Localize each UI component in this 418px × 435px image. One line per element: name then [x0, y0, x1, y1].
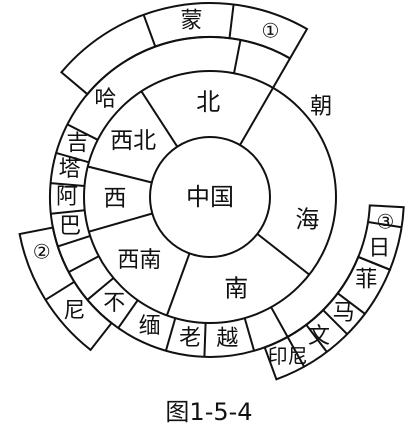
neighbor-divider	[86, 277, 115, 301]
neighbor-marker-2: ②	[33, 240, 51, 264]
outer-divider	[228, 4, 235, 39]
neighbor-divider	[50, 209, 85, 215]
southwest-outer-band	[18, 226, 113, 352]
region-south: 南	[224, 274, 248, 302]
neighbor-bhutan: 不	[103, 291, 125, 316]
neighbor-laos: 老	[179, 326, 201, 351]
region-divider-s	[165, 253, 191, 316]
neighbor-afghanistan: 阿	[56, 185, 78, 210]
neighbor-divider	[203, 322, 207, 357]
region-southwest: 西南	[117, 248, 161, 273]
region-north: 北	[196, 88, 220, 116]
neighbor-philippines: 菲	[355, 268, 377, 293]
region-divider-nw	[140, 90, 179, 148]
neighbor-tajikistan: 塔	[59, 157, 81, 182]
center-label-china: 中国	[186, 183, 234, 211]
outer-divider	[367, 221, 402, 229]
neighbor-divider	[117, 299, 139, 329]
outer-divider	[322, 309, 348, 335]
region-west: 西	[104, 186, 127, 212]
neighbor-divider	[50, 182, 85, 187]
region-ring-boundary	[83, 70, 337, 324]
neighbor-mongolia: 蒙	[180, 9, 202, 34]
neighbor-myanmar: 缅	[139, 314, 161, 339]
neighbor-indonesia: 印尼	[268, 344, 308, 368]
region-divider-sw	[88, 212, 153, 233]
neighbor-divider	[164, 317, 177, 352]
neighbor-marker-3: ③	[376, 210, 394, 234]
neighbor-divider	[66, 123, 99, 141]
outer-divider	[305, 324, 328, 353]
neighbor-brunei: 文	[308, 324, 330, 349]
center-circle	[149, 136, 271, 258]
neighbor-japan: 日	[368, 236, 390, 261]
neighbor-divider	[55, 151, 90, 164]
neighbor-divider	[272, 57, 291, 89]
region-divider-north	[239, 87, 274, 146]
outer-divider	[142, 14, 157, 47]
outer-divider	[44, 280, 75, 301]
neighbor-marker-1: ①	[262, 19, 280, 43]
neighbor-divider	[68, 255, 100, 273]
neighbor-nepal: 尼	[63, 298, 85, 323]
figure-caption: 图1-5-4	[165, 398, 253, 426]
neighbor-korea: 朝	[310, 95, 332, 120]
north-outer-band	[59, 2, 309, 96]
region-divider-w	[87, 165, 153, 184]
outer-divider	[286, 336, 305, 368]
neighbor-kazakhstan: 哈	[94, 87, 116, 112]
sea-outer-band-bottom	[263, 255, 392, 381]
neighbor-divider	[233, 39, 242, 74]
neighbor-pakistan: 巴	[59, 214, 81, 239]
region-divider-sea	[256, 233, 310, 276]
region-sea: 海	[295, 206, 319, 234]
neighbor-divider	[243, 317, 256, 352]
neighbor-kyrgyzstan: 吉	[66, 131, 88, 156]
neighbor-divider	[57, 234, 91, 248]
neighbor-vietnam: 越	[216, 326, 238, 351]
region-northwest: 西北	[110, 128, 156, 154]
outer-divider	[337, 292, 366, 315]
neighbor-divider	[270, 306, 289, 338]
neighbor-malaysia: 马	[333, 301, 355, 326]
